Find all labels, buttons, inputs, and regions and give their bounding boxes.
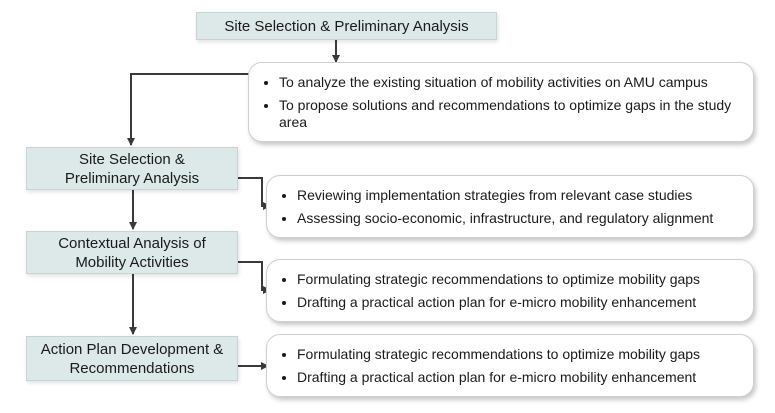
top-title-box: Site Selection & Preliminary Analysis <box>196 12 497 40</box>
step-2-title-line1: Contextual Analysis of <box>58 234 206 252</box>
step-1-title-line1: Site Selection & <box>79 150 185 168</box>
step-3-bullet-2: Drafting a practical action plan for e-m… <box>297 369 743 386</box>
top-bullet-2: To propose solutions and recommendations… <box>279 97 743 131</box>
step-2-bullet-1: Formulating strategic recommendations to… <box>297 271 743 288</box>
step-3-title-line2: Recommendations <box>69 359 195 377</box>
step-2-bullet-card: Formulating strategic recommendations to… <box>266 259 754 322</box>
step-3-title-line1: Action Plan Development & <box>40 340 224 358</box>
step-1-bullet-card: Reviewing implementation strategies from… <box>266 175 754 238</box>
step-box-1: Site Selection & Preliminary Analysis <box>26 147 238 190</box>
step-box-3: Action Plan Development & Recommendation… <box>26 336 238 381</box>
step-box-2: Contextual Analysis of Mobility Activiti… <box>26 231 238 274</box>
step-1-bullet-2: Assessing socio-economic, infrastructure… <box>297 210 743 227</box>
step-3-bullet-card: Formulating strategic recommendations to… <box>266 334 754 397</box>
arrow-card-to-step1 <box>127 73 250 146</box>
step-2-title-line2: Mobility Activities <box>75 253 189 271</box>
step-3-bullet-1: Formulating strategic recommendations to… <box>297 346 743 363</box>
top-bullet-card: To analyze the existing situation of mob… <box>248 62 754 142</box>
step-2-bullet-2: Drafting a practical action plan for e-m… <box>297 294 743 311</box>
top-bullet-1: To analyze the existing situation of mob… <box>279 74 743 91</box>
step-1-title-line2: Preliminary Analysis <box>64 169 200 187</box>
top-title: Site Selection & Preliminary Analysis <box>224 17 469 35</box>
step-1-bullet-1: Reviewing implementation strategies from… <box>297 187 743 204</box>
